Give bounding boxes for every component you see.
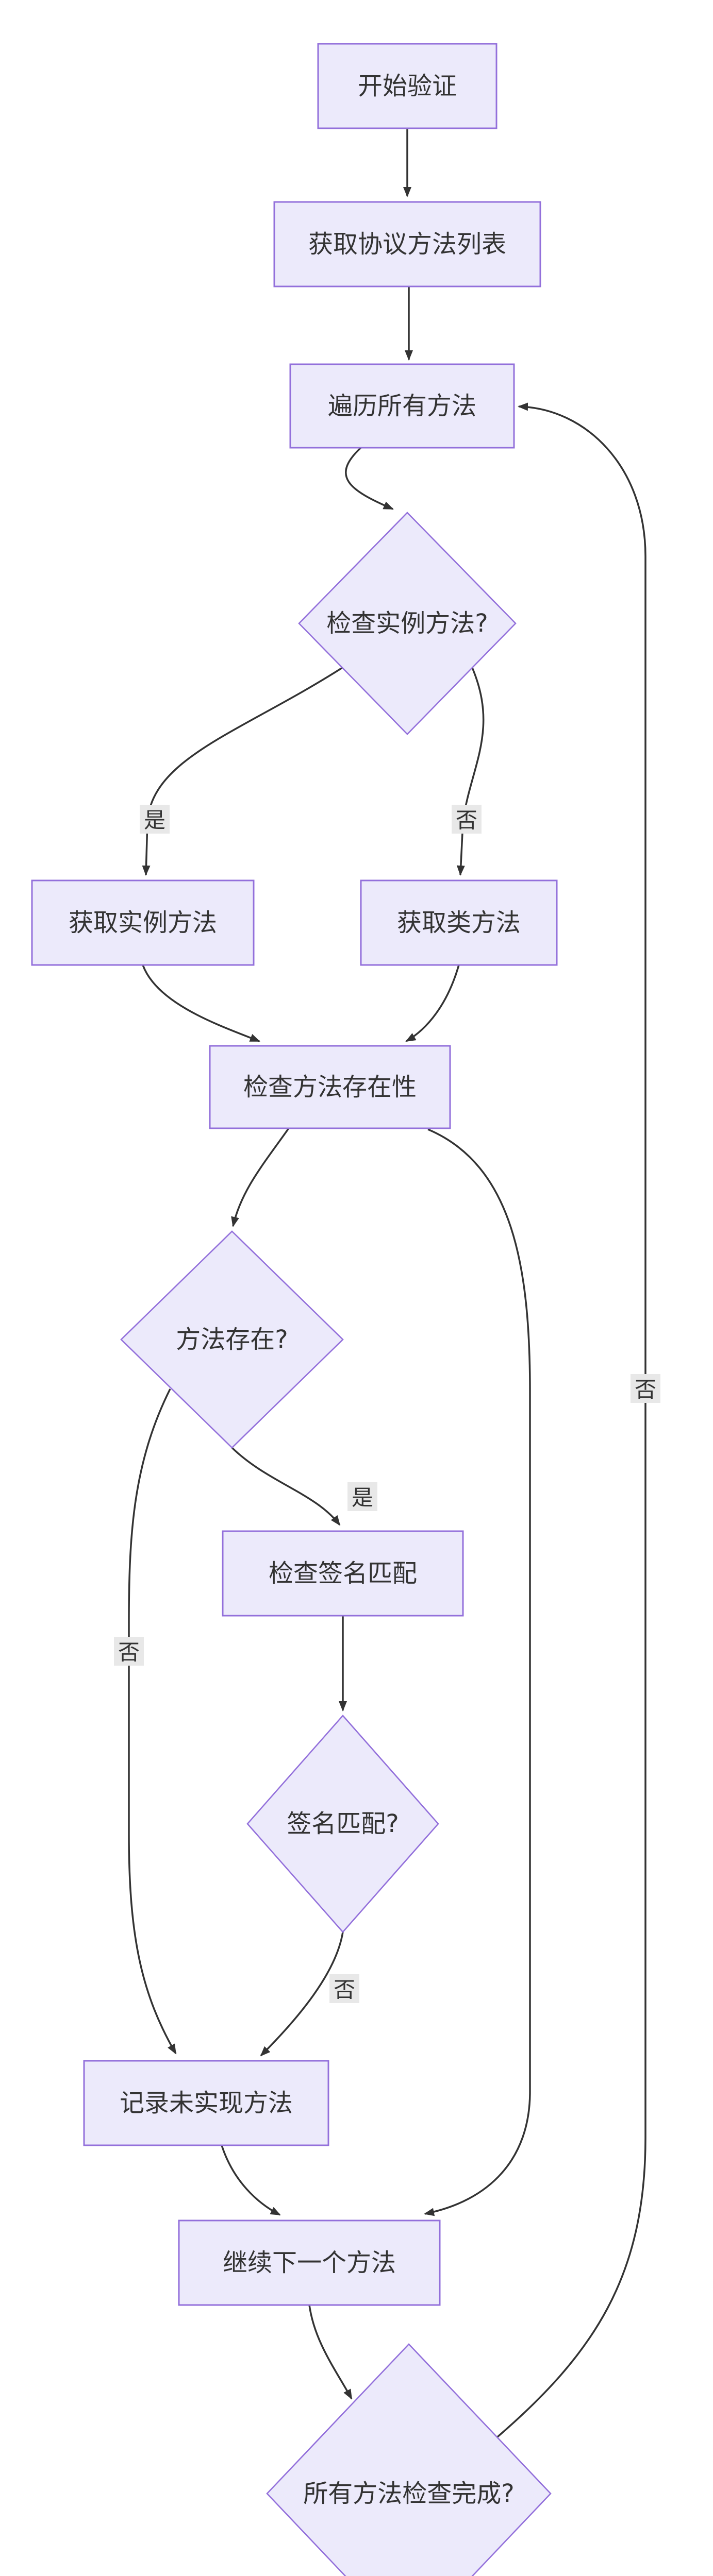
svg-text:签名匹配?: 签名匹配?	[287, 1809, 399, 1838]
nodes: 开始验证 获取协议方法列表 遍历所有方法 检查实例方法? 获取实例方法 获取类方…	[31, 43, 558, 2576]
node-signature-match-decision: 签名匹配?	[246, 1715, 439, 1933]
edge-label-yes-instance: 是	[140, 805, 170, 834]
edge-exist-to-continue-long	[424, 1128, 531, 2216]
edge-labels: 是 否 是 否 否 否 是 是	[114, 805, 660, 2003]
edge-label-no-methodexists: 否	[114, 1637, 144, 1666]
node-iterate-methods: 遍历所有方法	[289, 363, 515, 449]
edge-iterate-to-checkinstance	[345, 447, 394, 510]
edge-label-yes-signature: 是	[347, 1482, 377, 1511]
edge-continue-to-allchecked	[308, 2304, 353, 2400]
edge-exist-to-methodexists	[231, 1127, 290, 1227]
node-get-method-list: 获取协议方法列表	[273, 201, 541, 287]
svg-text:是: 是	[352, 1485, 373, 1511]
node-all-checked-decision: 所有方法检查完成?	[266, 2343, 552, 2576]
svg-text:方法存在?: 方法存在?	[176, 1325, 288, 1354]
svg-text:获取协议方法列表: 获取协议方法列表	[308, 230, 506, 259]
svg-text:否: 否	[456, 808, 477, 833]
edge-label-no-sigmatch: 否	[329, 1974, 359, 2003]
svg-text:否: 否	[118, 1640, 140, 1665]
edge-checkinstance-yes	[142, 667, 343, 876]
svg-text:继续下一个方法: 继续下一个方法	[223, 2248, 396, 2277]
svg-text:获取类方法: 获取类方法	[397, 908, 521, 937]
edge-checkinstance-no	[456, 667, 485, 876]
svg-text:所有方法检查完成?: 所有方法检查完成?	[303, 2479, 514, 2508]
edge-getclass-to-exist	[405, 964, 460, 1042]
node-record-unimplemented: 记录未实现方法	[83, 2060, 329, 2146]
edge-getinstance-to-exist	[142, 964, 260, 1042]
edge-label-no-class: 否	[452, 805, 482, 834]
edge-record-to-continue	[221, 2145, 281, 2216]
svg-text:记录未实现方法: 记录未实现方法	[120, 2089, 293, 2117]
edge-sigmatch-no	[260, 1931, 344, 2057]
edge-methodexists-yes	[231, 1447, 341, 1526]
node-check-instance-decision: 检查实例方法?	[298, 512, 517, 735]
node-method-exists-decision: 方法存在?	[120, 1230, 344, 1449]
svg-text:否: 否	[635, 1377, 656, 1402]
edges	[128, 129, 646, 2438]
svg-text:开始验证: 开始验证	[358, 72, 457, 100]
svg-text:否: 否	[334, 1977, 355, 2003]
node-check-signature: 检查签名匹配	[222, 1530, 464, 1617]
svg-text:检查签名匹配: 检查签名匹配	[269, 1559, 417, 1588]
edge-methodexists-no-long	[128, 1388, 177, 2055]
svg-text:检查方法存在性: 检查方法存在性	[243, 1073, 417, 1101]
svg-text:获取实例方法: 获取实例方法	[69, 908, 217, 937]
svg-text:遍历所有方法: 遍历所有方法	[328, 392, 476, 420]
edge-allchecked-no-loop	[496, 402, 646, 2438]
node-check-existence: 检查方法存在性	[209, 1045, 451, 1129]
node-get-class-method: 获取类方法	[360, 879, 558, 966]
node-continue-next: 继续下一个方法	[178, 2219, 441, 2306]
node-start: 开始验证	[317, 43, 498, 129]
svg-text:是: 是	[144, 808, 165, 833]
edge-label-no-loop: 否	[631, 1374, 660, 1403]
node-get-instance-method: 获取实例方法	[31, 879, 255, 966]
svg-text:检查实例方法?: 检查实例方法?	[326, 609, 488, 638]
